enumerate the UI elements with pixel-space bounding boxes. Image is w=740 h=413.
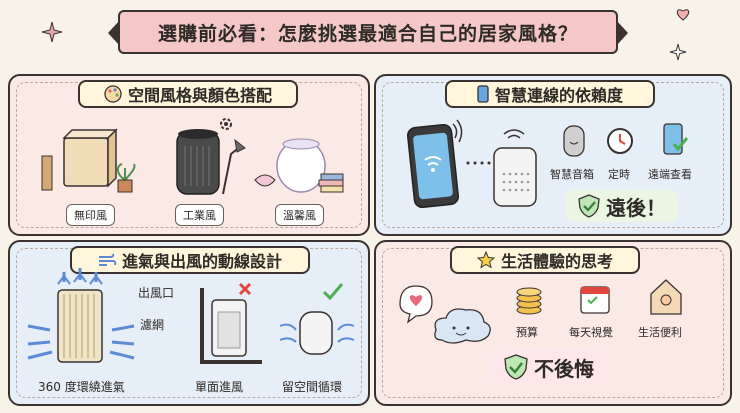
factor-label-budget: 預算 xyxy=(516,326,538,339)
life-heading: 生活體驗的思考 xyxy=(450,246,640,274)
smart-result-badge: 遠後！ xyxy=(566,190,678,222)
shield-check-icon xyxy=(578,194,600,218)
coins-icon xyxy=(516,287,542,315)
remote-view-icon xyxy=(663,123,689,155)
page-title: 選購前必看：怎麼挑選最適合自己的居家風格？ xyxy=(108,10,628,54)
smart-speaker-icon xyxy=(563,125,585,157)
timer-icon xyxy=(607,128,633,154)
airflow-heading: 進氣與出風的動線設計 xyxy=(70,246,310,274)
factor-label-convenience: 生活便利 xyxy=(638,326,682,339)
airflow-label-360: 360 度環繞進氣 xyxy=(38,380,125,394)
callout-filter: 濾網 xyxy=(140,318,165,332)
smart-heading: 智慧連線的依賴度 xyxy=(445,80,655,108)
feature-label-timer: 定時 xyxy=(608,168,630,181)
wind-icon xyxy=(98,253,117,266)
calendar-icon xyxy=(580,286,610,314)
sparkle-icon xyxy=(41,21,63,43)
star-icon xyxy=(476,250,496,269)
style-label-cozy: 溫馨風 xyxy=(275,204,324,226)
life-result-badge: 不後悔 xyxy=(492,350,606,384)
thought-cloud-icon xyxy=(399,285,491,344)
cozy-purifier-icon xyxy=(254,138,344,193)
phone-icon xyxy=(477,85,489,103)
open-space-purifier-icon xyxy=(279,283,355,355)
heart-icon xyxy=(676,9,690,21)
wall-purifier-icon xyxy=(200,282,262,364)
smartphone-icon xyxy=(406,119,463,209)
connection-dots xyxy=(466,161,491,165)
industrial-purifier-icon xyxy=(176,129,246,195)
feature-label-remote: 遠端查看 xyxy=(648,168,692,181)
cylinder-purifier-icon xyxy=(27,268,135,363)
style-heading: 空間風格與顏色搭配 xyxy=(78,80,298,108)
palette-icon xyxy=(104,85,122,103)
shield-check-icon xyxy=(504,354,528,380)
style-label-industrial: 工業風 xyxy=(175,204,224,226)
sparkle-icon xyxy=(669,43,687,61)
factor-label-visual: 每天視覺 xyxy=(569,326,613,339)
airflow-label-space: 留空間循環 xyxy=(282,380,343,394)
smart-purifier-icon xyxy=(493,129,537,207)
feature-label-speaker: 智慧音箱 xyxy=(550,168,594,181)
style-label-muji: 無印風 xyxy=(66,204,115,226)
callout-outlet: 出風口 xyxy=(138,286,175,300)
wooden-purifier-icon xyxy=(41,128,118,191)
home-icon xyxy=(650,279,682,315)
plant-icon xyxy=(116,163,136,193)
gear-icon xyxy=(220,118,232,130)
airflow-label-single: 單面進風 xyxy=(195,380,244,394)
